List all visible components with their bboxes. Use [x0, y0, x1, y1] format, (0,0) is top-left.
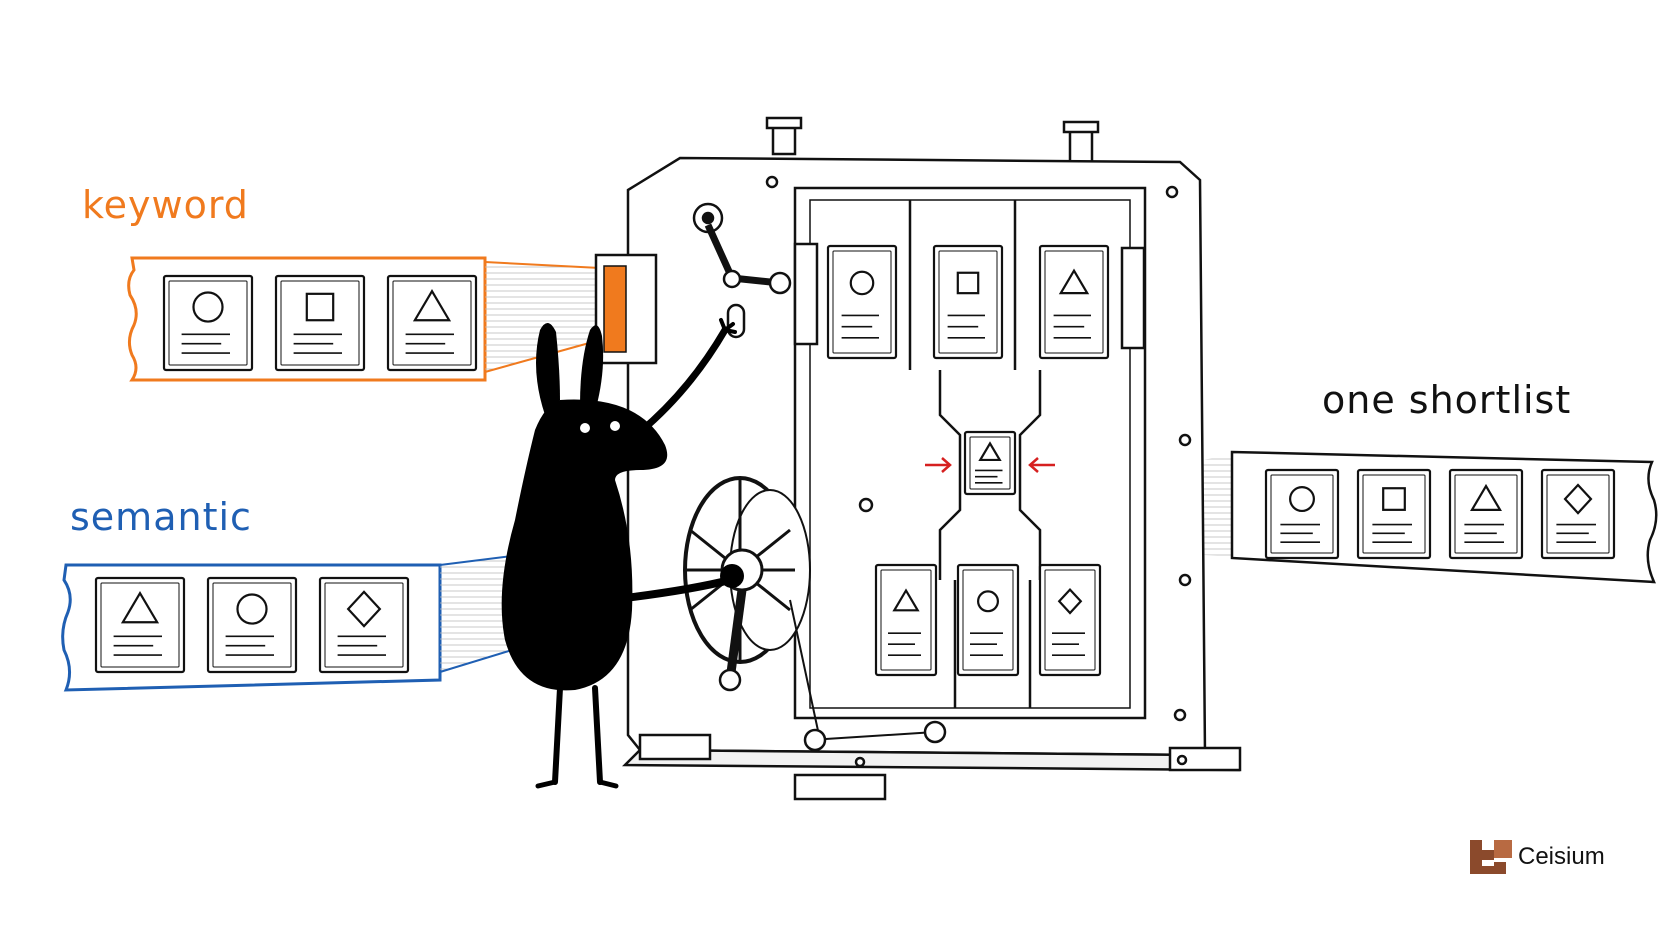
- squeeze-arrows: [925, 457, 1055, 473]
- card-frame: [274, 274, 366, 372]
- triangle-icon: [1058, 268, 1090, 295]
- merging-machine: [594, 116, 1242, 801]
- keyword-cards: [162, 274, 478, 372]
- card-frame: [1038, 244, 1110, 360]
- card-inner-frame: [1044, 569, 1096, 671]
- document-card: [932, 244, 1004, 360]
- square-icon: [956, 271, 980, 295]
- document-card: [318, 576, 410, 674]
- card-inner-frame: [1044, 250, 1104, 354]
- card-inner-frame: [938, 250, 998, 354]
- circle-icon: [192, 291, 224, 323]
- triangle-icon: [412, 289, 452, 322]
- triangle-icon: [120, 591, 160, 624]
- card-frame: [386, 274, 478, 372]
- card-inner-frame: [969, 436, 1011, 490]
- keyword-label: keyword: [82, 183, 249, 227]
- diamond-icon: [346, 590, 382, 628]
- card-inner-frame: [1362, 474, 1426, 554]
- document-card: [94, 576, 186, 674]
- diamond-icon: [1563, 483, 1593, 515]
- document-card: [162, 274, 254, 372]
- card-frame: [1356, 468, 1432, 560]
- document-card: [1540, 468, 1616, 560]
- brand-name: Ceisium: [1518, 843, 1605, 870]
- card-frame: [956, 563, 1020, 677]
- card-frame: [932, 244, 1004, 360]
- card-inner-frame: [280, 280, 360, 366]
- card-inner-frame: [168, 280, 248, 366]
- card-inner-frame: [212, 582, 292, 668]
- document-card: [206, 576, 298, 674]
- circle-icon: [1289, 486, 1315, 513]
- card-inner-frame: [392, 280, 472, 366]
- document-card: [874, 563, 938, 677]
- card-frame: [1264, 468, 1340, 560]
- card-inner-frame: [962, 569, 1014, 671]
- document-card: [386, 274, 478, 372]
- card-frame: [94, 576, 186, 674]
- document-card: [1038, 563, 1102, 677]
- document-card: [963, 430, 1017, 496]
- document-card: [1356, 468, 1432, 560]
- semantic-tape: [61, 555, 513, 692]
- triangle-icon: [1470, 483, 1502, 511]
- semantic-cards: [94, 576, 410, 674]
- brand-mark: Ceisium: [1470, 840, 1605, 874]
- ceisium-stair-logo-icon: [1470, 840, 1512, 874]
- circle-icon: [236, 593, 268, 625]
- document-card: [826, 244, 898, 360]
- card-inner-frame: [324, 582, 404, 668]
- card-inner-frame: [1454, 474, 1518, 554]
- output-label: one shortlist: [1322, 378, 1571, 422]
- machine-top-cards: [826, 244, 1110, 360]
- triangle-icon: [978, 441, 1002, 462]
- card-frame: [206, 576, 298, 674]
- document-card: [274, 274, 366, 372]
- keyword-tape: [127, 256, 601, 382]
- card-inner-frame: [880, 569, 932, 671]
- triangle-icon: [892, 588, 920, 612]
- document-card: [1448, 468, 1524, 560]
- card-inner-frame: [1270, 474, 1334, 554]
- diamond-icon: [1057, 587, 1083, 615]
- card-inner-frame: [100, 582, 180, 668]
- card-inner-frame: [1546, 474, 1610, 554]
- output-cards: [1264, 468, 1616, 560]
- card-frame: [826, 244, 898, 360]
- machine-bottom-cards: [874, 563, 1102, 677]
- square-icon: [1382, 487, 1406, 511]
- document-card: [1038, 244, 1110, 360]
- document-card: [1264, 468, 1340, 560]
- card-frame: [963, 430, 1017, 496]
- machine-center-card: [963, 430, 1017, 496]
- circle-icon: [976, 590, 999, 613]
- card-frame: [1448, 468, 1524, 560]
- card-frame: [874, 563, 938, 677]
- semantic-label: semantic: [70, 495, 252, 539]
- card-frame: [1038, 563, 1102, 677]
- document-card: [956, 563, 1020, 677]
- card-frame: [162, 274, 254, 372]
- creature-operator: [501, 318, 744, 789]
- card-inner-frame: [832, 250, 892, 354]
- circle-icon: [849, 270, 875, 296]
- square-icon: [305, 292, 335, 322]
